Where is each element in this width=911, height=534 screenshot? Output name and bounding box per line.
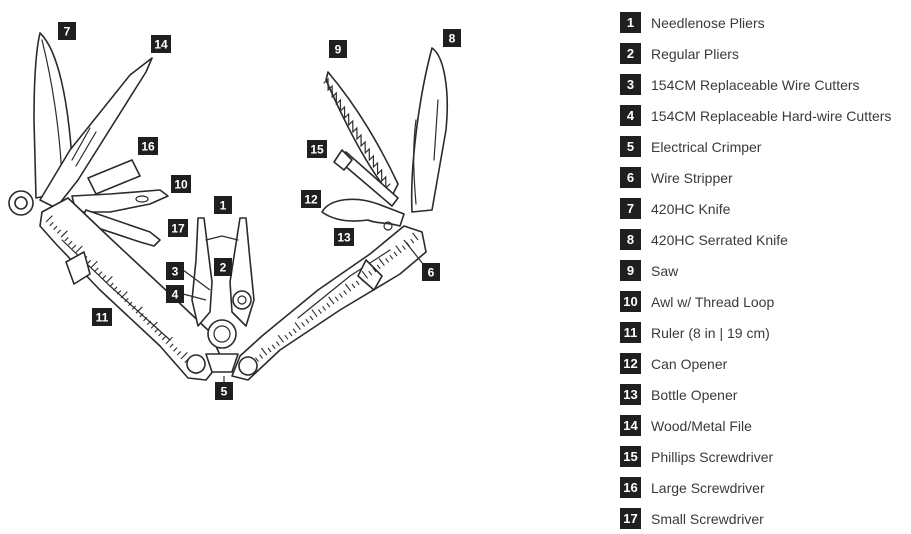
- legend-item: 11 Ruler (8 in | 19 cm): [620, 317, 911, 348]
- saw-teeth: [323, 77, 391, 190]
- svg-text:14: 14: [154, 38, 168, 52]
- legend-label: Small Screwdriver: [651, 510, 764, 527]
- svg-text:5: 5: [221, 385, 228, 399]
- legend-number-badge: 12: [620, 353, 641, 374]
- legend-label: Regular Pliers: [651, 45, 739, 62]
- legend-number-badge: 7: [620, 198, 641, 219]
- legend-label: Wire Stripper: [651, 169, 733, 186]
- legend-number-badge: 14: [620, 415, 641, 436]
- svg-text:6: 6: [428, 266, 435, 280]
- legend-number-badge: 1: [620, 12, 641, 33]
- callout-11: 11: [92, 308, 112, 326]
- legend-label: 154CM Replaceable Wire Cutters: [651, 76, 860, 93]
- pliers-jaw-left: [191, 217, 213, 327]
- callout-3: 3: [166, 262, 184, 280]
- callout-16: 16: [138, 137, 158, 155]
- legend-label: Large Screwdriver: [651, 479, 765, 496]
- legend-item: 9 Saw: [620, 255, 911, 286]
- legend-label: Can Opener: [651, 355, 728, 372]
- callout-8: 8: [443, 29, 461, 47]
- legend-label: 420HC Knife: [651, 200, 731, 217]
- callout-1: 1: [214, 196, 232, 214]
- legend-item: 5 Electrical Crimper: [620, 131, 911, 162]
- svg-text:13: 13: [337, 231, 351, 245]
- legend-number-badge: 10: [620, 291, 641, 312]
- legend-number-badge: 13: [620, 384, 641, 405]
- svg-text:17: 17: [171, 222, 185, 236]
- callout-15: 15: [307, 140, 327, 158]
- legend-number-badge: 6: [620, 167, 641, 188]
- svg-text:4: 4: [172, 288, 179, 302]
- legend-number-badge: 11: [620, 322, 641, 343]
- callout-9: 9: [329, 40, 347, 58]
- awl-10: [71, 189, 169, 213]
- multitool-illustration: 1 2 3 4 5 6 7 8 9 10 11 12: [8, 22, 461, 400]
- callout-10: 10: [171, 175, 191, 193]
- svg-text:12: 12: [304, 193, 318, 207]
- callout-13: 13: [334, 228, 354, 246]
- legend-number-badge: 9: [620, 260, 641, 281]
- legend-number-badge: 8: [620, 229, 641, 250]
- callout-17: 17: [168, 219, 188, 237]
- legend-item: 12 Can Opener: [620, 348, 911, 379]
- legend-label: Electrical Crimper: [651, 138, 762, 155]
- legend-item: 2 Regular Pliers: [620, 38, 911, 69]
- legend-item: 14 Wood/Metal File: [620, 410, 911, 441]
- crimper-hole: [207, 319, 237, 349]
- pliers-pivot: [232, 290, 252, 310]
- legend-item: 4 154CM Replaceable Hard-wire Cutters: [620, 100, 911, 131]
- legend-item: 16 Large Screwdriver: [620, 472, 911, 503]
- svg-text:10: 10: [174, 178, 188, 192]
- legend-number-badge: 2: [620, 43, 641, 64]
- legend-item: 7 420HC Knife: [620, 193, 911, 224]
- legend-label: Ruler (8 in | 19 cm): [651, 324, 770, 341]
- tool-legend: 1 Needlenose Pliers 2 Regular Pliers 3 154CM …: [620, 7, 911, 534]
- legend-number-badge: 17: [620, 508, 641, 529]
- svg-text:3: 3: [172, 265, 179, 279]
- callout-2: 2: [214, 258, 232, 276]
- legend-number-badge: 5: [620, 136, 641, 157]
- legend-item: 15 Phillips Screwdriver: [620, 441, 911, 472]
- callout-7: 7: [58, 22, 76, 40]
- svg-text:2: 2: [220, 261, 227, 275]
- legend-number-badge: 16: [620, 477, 641, 498]
- svg-text:1: 1: [220, 199, 227, 213]
- legend-label: Bottle Opener: [651, 386, 738, 403]
- legend-item: 1 Needlenose Pliers: [620, 7, 911, 38]
- callout-14: 14: [151, 35, 171, 53]
- legend-item: 8 420HC Serrated Knife: [620, 224, 911, 255]
- right-handle-6: [231, 225, 427, 381]
- left-handle-ruler-11: [39, 197, 223, 381]
- svg-text:9: 9: [335, 43, 342, 57]
- callout-12: 12: [301, 190, 321, 208]
- callout-6: 6: [422, 263, 440, 281]
- legend-number-badge: 4: [620, 105, 641, 126]
- large-screwdriver-16: [87, 159, 141, 195]
- legend-number-badge: 3: [620, 74, 641, 95]
- svg-text:11: 11: [96, 311, 109, 325]
- legend-item: 6 Wire Stripper: [620, 162, 911, 193]
- legend-label: 154CM Replaceable Hard-wire Cutters: [651, 107, 892, 124]
- can-bottle-opener-12-13: [321, 198, 405, 227]
- svg-text:16: 16: [141, 140, 155, 154]
- legend-item: 17 Small Screwdriver: [620, 503, 911, 534]
- callout-5: 5: [215, 382, 233, 400]
- legend-number-badge: 15: [620, 446, 641, 467]
- legend-item: 3 154CM Replaceable Wire Cutters: [620, 69, 911, 100]
- legend-label: Wood/Metal File: [651, 417, 752, 434]
- legend-label: Needlenose Pliers: [651, 14, 765, 31]
- legend-item: 10 Awl w/ Thread Loop: [620, 286, 911, 317]
- svg-text:7: 7: [64, 25, 71, 39]
- legend-label: Awl w/ Thread Loop: [651, 293, 775, 310]
- legend-label: Saw: [651, 262, 679, 279]
- svg-text:8: 8: [449, 32, 456, 46]
- svg-text:15: 15: [310, 143, 324, 157]
- legend-label: Phillips Screwdriver: [651, 448, 774, 465]
- serrated-knife-8: [410, 47, 449, 213]
- legend-item: 13 Bottle Opener: [620, 379, 911, 410]
- callout-4: 4: [166, 285, 184, 303]
- legend-label: 420HC Serrated Knife: [651, 231, 788, 248]
